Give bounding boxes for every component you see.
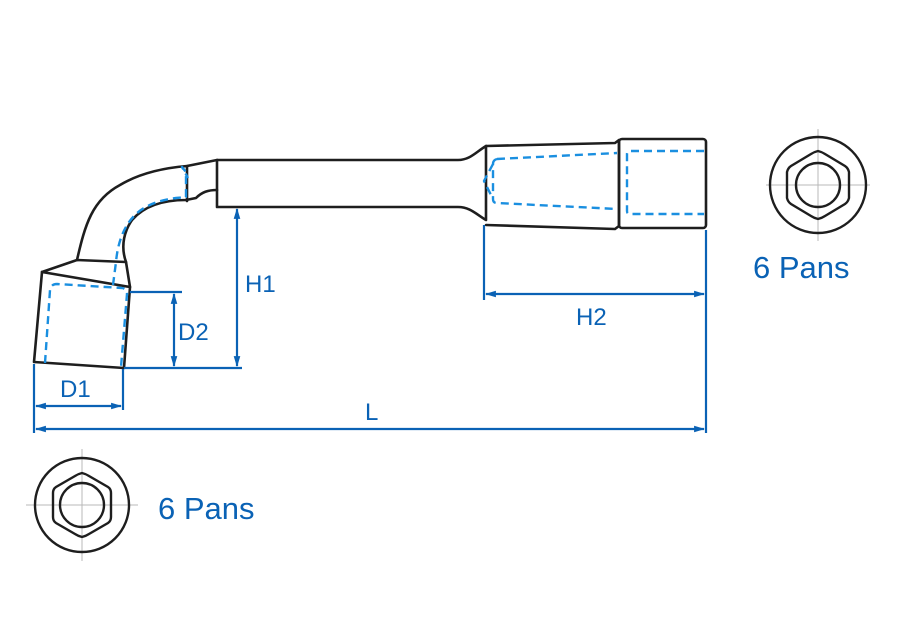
large-socket-head bbox=[617, 137, 708, 230]
large-socket-taper-bore bbox=[482, 151, 618, 211]
hexagon-icon bbox=[51, 471, 113, 539]
label-h1: H1 bbox=[245, 271, 276, 298]
large-socket-bore bbox=[625, 149, 704, 216]
inner-bore-circle bbox=[794, 161, 842, 209]
label-d2: D2 bbox=[178, 319, 209, 346]
dimension-lines bbox=[32, 207, 708, 433]
outer-circle bbox=[768, 135, 868, 235]
label-small-end-pans: 6 Pans bbox=[158, 491, 255, 526]
neck-bore bbox=[111, 165, 190, 286]
bent-neck-outer bbox=[75, 158, 219, 262]
dimension-labels: D2 H1 D1 H2 L bbox=[60, 271, 607, 426]
label-h2: H2 bbox=[576, 304, 607, 331]
label-d1: D1 bbox=[60, 376, 91, 403]
end-view-large-socket bbox=[766, 129, 870, 241]
outer-circle bbox=[33, 456, 131, 554]
large-socket-taper bbox=[484, 138, 621, 231]
hexagon-icon bbox=[785, 149, 851, 221]
label-l: L bbox=[365, 399, 378, 426]
wrench-side-view bbox=[32, 137, 708, 370]
small-socket-bore bbox=[43, 282, 129, 368]
handle-shaft bbox=[215, 144, 488, 222]
hidden-lines bbox=[43, 149, 704, 368]
label-large-end-pans: 6 Pans bbox=[753, 250, 850, 285]
small-socket-bevel bbox=[40, 258, 132, 289]
bent-neck-inner bbox=[122, 188, 219, 264]
inner-bore-circle bbox=[58, 481, 106, 529]
end-view-small-socket bbox=[26, 449, 138, 561]
